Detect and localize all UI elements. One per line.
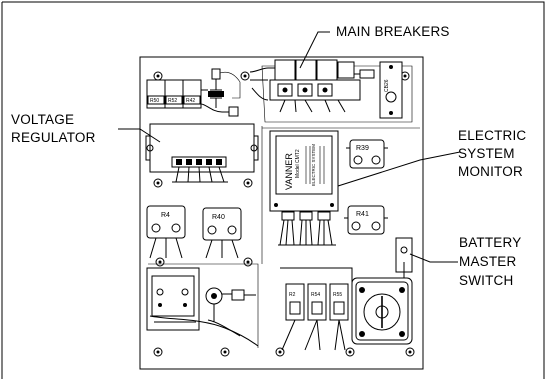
relay-block-top-left: R50 R52 R42	[146, 79, 202, 109]
lower-left-terminal-box	[146, 267, 259, 347]
breaker-rail-outline	[261, 65, 413, 123]
tag-r40: R40	[212, 214, 225, 221]
monitor-model: Model CMT2	[295, 149, 301, 178]
tag-cb26: CB26	[384, 79, 390, 92]
label-main-breakers: MAIN BREAKERS	[336, 24, 450, 39]
tag-r41: R41	[356, 211, 369, 218]
tag-r54: R54	[311, 292, 320, 298]
diode-connector	[200, 68, 241, 117]
top-harness	[249, 67, 300, 101]
monitor-desc: ELECTRIC SYSTEM	[311, 144, 316, 186]
battery-master-switch	[351, 237, 413, 345]
label-switch: SWITCH	[459, 273, 513, 288]
label-voltage: VOLTAGE	[11, 112, 74, 127]
tag-r39: R39	[356, 145, 369, 152]
relay-r40: R40	[202, 207, 242, 259]
tag-r4: R4	[161, 212, 170, 219]
main-breakers-assembly	[269, 59, 375, 113]
relay-r41: R41	[344, 205, 388, 235]
cb26-breaker: CB26	[379, 61, 403, 119]
tag-r50: R50	[150, 98, 159, 104]
voltage-regulator	[145, 123, 259, 183]
label-monitor: MONITOR	[458, 164, 523, 179]
relay-group-r2-r54-r55: R2 R54 R55	[280, 267, 353, 351]
relay-r39: R39	[346, 139, 388, 169]
leader-lines	[118, 31, 461, 263]
tag-r2: R2	[289, 292, 296, 298]
label-system: SYSTEM	[458, 146, 515, 161]
electric-system-monitor: VANNER Model CMT2 ELECTRIC SYSTEM	[269, 130, 339, 246]
label-regulator: REGULATOR	[11, 130, 96, 145]
callout-labels: MAIN BREAKERS VOLTAGE REGULATOR ELECTRIC…	[11, 24, 526, 288]
panel-plate	[139, 56, 424, 370]
label-electric: ELECTRIC	[458, 128, 526, 143]
tag-r52: R52	[168, 98, 177, 104]
tag-r42: R42	[186, 98, 195, 104]
lower-channel	[148, 263, 259, 348]
monitor-brand: VANNER	[284, 153, 294, 190]
tag-r55: R55	[333, 292, 342, 298]
label-battery: BATTERY	[459, 235, 521, 250]
lower-connector	[205, 287, 256, 337]
relay-r4: R4	[146, 205, 186, 259]
label-master: MASTER	[459, 254, 517, 269]
center-channel	[261, 126, 420, 264]
